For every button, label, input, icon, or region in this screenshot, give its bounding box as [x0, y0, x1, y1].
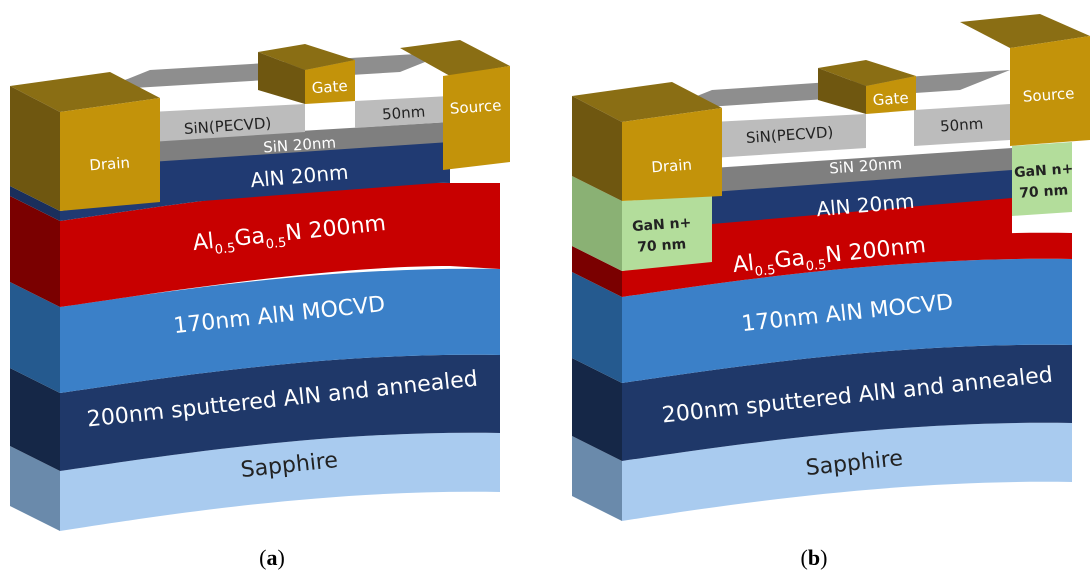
gate-label: Gate	[311, 77, 348, 97]
algan-label: Al0.5Ga0.5N 200nm	[192, 211, 388, 260]
gan-left-line1: GaN n+	[632, 215, 692, 235]
drain-side	[10, 86, 60, 211]
gate-top	[818, 60, 916, 86]
sin-thin-label: SiN 20nm	[263, 133, 337, 156]
gan-right-line2: 70 nm	[1019, 182, 1069, 201]
algan-upper	[712, 196, 1012, 262]
diagram-a: Sapphire 200nm sputtered AlN and anneale…	[10, 40, 510, 570]
sin-50nm-label: 50nm	[381, 103, 425, 124]
gan-regrowth-left	[622, 196, 712, 271]
aln-barrier-layer	[712, 168, 1012, 224]
algan-side	[572, 246, 622, 297]
sputtered-aln-layer	[60, 354, 500, 471]
sin-thin-layer	[150, 122, 450, 162]
gan-left-line2: 70 nm	[637, 236, 687, 255]
sin-50nm-label: 50nm	[939, 115, 983, 136]
sputtered-aln-side	[572, 358, 622, 461]
sapphire-side	[572, 436, 622, 521]
gate-side	[818, 68, 866, 114]
drain-side	[572, 96, 622, 201]
algan-layer	[622, 232, 1072, 297]
caption-a: (a)	[259, 545, 285, 570]
sputtered-aln-side	[10, 368, 60, 471]
sin-50nm-layer	[355, 96, 450, 128]
sin-thin-layer	[712, 148, 1012, 192]
sapphire-layer	[60, 432, 500, 531]
sputtered-aln-layer	[622, 344, 1072, 461]
caption-b: (b)	[801, 545, 828, 570]
mocvd-aln-layer	[60, 268, 500, 393]
source-top	[960, 14, 1090, 48]
gan-regrowth-side	[572, 176, 622, 271]
sin-thin-label: SiN 20nm	[829, 154, 903, 177]
mocvd-aln-layer	[622, 258, 1072, 383]
sapphire-layer	[622, 422, 1072, 521]
mocvd-aln-side	[572, 272, 622, 383]
sin-50nm-layer	[914, 104, 1010, 146]
drain-top	[572, 82, 722, 122]
gate-label: Gate	[872, 89, 909, 109]
algan-side	[10, 196, 60, 307]
sin-pecvd-layer	[150, 104, 305, 142]
mocvd-aln-side	[10, 282, 60, 393]
gate-side	[258, 52, 305, 104]
gate-contact	[866, 76, 916, 114]
diagram-b: Sapphire 200nm sputtered AlN and anneale…	[572, 14, 1090, 570]
sapphire-side	[10, 446, 60, 531]
gate-top	[258, 44, 355, 70]
source-label: Source	[1022, 84, 1075, 106]
gate-contact	[305, 60, 355, 104]
algan-layer	[60, 182, 450, 307]
sin-pecvd-layer	[712, 114, 866, 158]
source-label: Source	[449, 96, 502, 118]
gan-right-line1: GaN n+	[1014, 161, 1074, 181]
gan-regrowth-right	[1012, 142, 1072, 216]
drain-contact	[622, 108, 722, 201]
source-contact	[443, 66, 510, 170]
source-contact	[1010, 36, 1090, 146]
drain-label: Drain	[89, 154, 131, 175]
drain-top	[10, 72, 160, 112]
drain-label: Drain	[651, 156, 693, 177]
source-top	[400, 40, 510, 76]
algan-right-patch	[450, 183, 500, 269]
drain-contact	[60, 98, 160, 211]
aln-barrier-side	[10, 186, 60, 221]
